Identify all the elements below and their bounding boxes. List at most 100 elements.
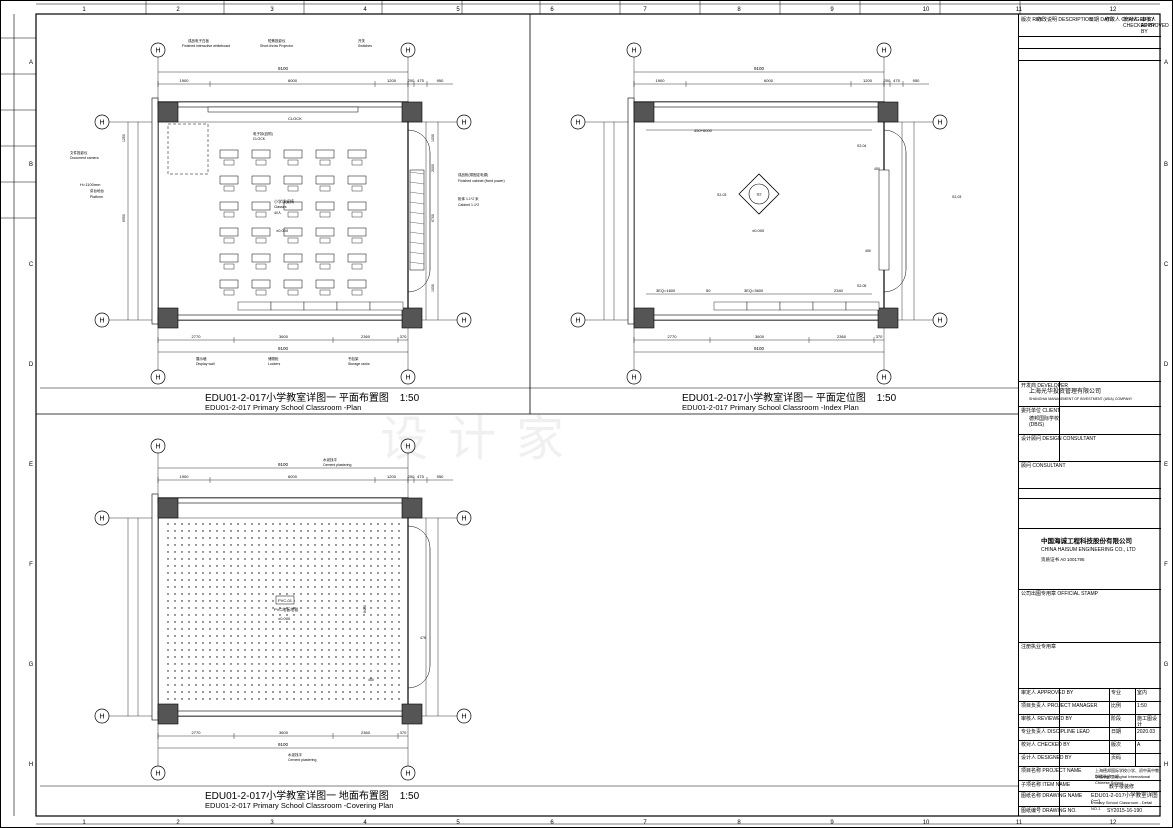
student-chair (223, 289, 235, 296)
floor-dot (349, 572, 351, 574)
floor-dot (335, 621, 337, 623)
floor-dot (370, 530, 372, 532)
floor-dot (258, 698, 260, 700)
floor-dot (216, 677, 218, 679)
floor-dot (377, 544, 379, 546)
floor-dot (230, 635, 232, 637)
floor-dot (272, 621, 274, 623)
grid-column-label-top: 11 (1016, 7, 1023, 13)
note-text: 成品柜(带固定电源) (458, 172, 488, 177)
floor-dot (237, 670, 239, 672)
floor-dot (279, 579, 281, 581)
floor-dot (349, 551, 351, 553)
dimension-label: 6000 (288, 474, 298, 479)
floor-dot (314, 600, 316, 602)
floor-dot (244, 684, 246, 686)
floor-dot (209, 698, 211, 700)
floor-dot (202, 523, 204, 525)
student-chair (319, 237, 331, 244)
floor-dot (223, 523, 225, 525)
note-text: 储物柜 (268, 356, 279, 361)
floor-dot (265, 677, 267, 679)
floor-dot (209, 628, 211, 630)
floor-dot (167, 607, 169, 609)
floor-dot (279, 684, 281, 686)
floor-dot (328, 635, 330, 637)
floor-dot (209, 586, 211, 588)
grid-bubble: H (456, 114, 472, 130)
floor-dot (174, 607, 176, 609)
student-desk (315, 201, 335, 211)
floor-dot (342, 649, 344, 651)
floor-dot (209, 537, 211, 539)
cabinet-hatch (409, 221, 425, 225)
floor-dot (349, 621, 351, 623)
floor-dot (335, 537, 337, 539)
floor-dot (377, 698, 379, 700)
drawing-name-en: Primary School Classroom - Detail NO.1 (1091, 800, 1153, 811)
elevation-mark: ±0.000 (278, 616, 291, 621)
floor-dot (398, 635, 400, 637)
overall-dimension: 9100 (278, 742, 289, 747)
floor-dot (202, 586, 204, 588)
floor-dot (349, 558, 351, 560)
floor-dot (328, 551, 330, 553)
floor-dot (216, 558, 218, 560)
floor-dot (335, 593, 337, 595)
structural-column (401, 497, 423, 519)
floor-dot (314, 572, 316, 574)
floor-dot (272, 677, 274, 679)
floor-dot (244, 607, 246, 609)
floor-dot (237, 579, 239, 581)
floor-dot (195, 593, 197, 595)
floor-dot (300, 677, 302, 679)
floor-dot (223, 593, 225, 595)
floor-dot (216, 565, 218, 567)
designer-label: 设计顾问 DESIGN CONSULTANT (1021, 436, 1097, 442)
grid-row-label-left: G (29, 662, 34, 668)
floor-dot (202, 593, 204, 595)
note-text: Finished cabinet (fixed power) (458, 179, 505, 183)
floor-dot (237, 607, 239, 609)
floor-dot (363, 621, 365, 623)
floor-dot (293, 565, 295, 567)
note-text: 40人 (274, 210, 282, 215)
floor-dot (314, 558, 316, 560)
floor-dot (307, 544, 309, 546)
student-desk (283, 175, 303, 185)
floor-dot (286, 684, 288, 686)
student-desk (347, 227, 367, 237)
floor-dot (321, 698, 323, 700)
floor-dot (265, 698, 267, 700)
floor-dot (223, 691, 225, 693)
floor-dot (230, 607, 232, 609)
floor-dot (384, 691, 386, 693)
note-text: Classes (274, 205, 287, 209)
floor-dot (272, 572, 274, 574)
floor-dot (188, 691, 190, 693)
grid-column-label-bottom: 11 (1016, 820, 1023, 826)
floor-dot (265, 544, 267, 546)
student-chair (319, 159, 331, 166)
floor-dot (230, 586, 232, 588)
floor-dot (244, 698, 246, 700)
floor-dot (216, 600, 218, 602)
floor-dot (370, 670, 372, 672)
floor-dot (181, 600, 183, 602)
floor-dot (328, 621, 330, 623)
floor-dot (181, 565, 183, 567)
floor-dot (223, 684, 225, 686)
floor-dot (230, 544, 232, 546)
grid-bubble-label: H (937, 318, 942, 325)
floor-dot (195, 551, 197, 553)
floor-dot (265, 649, 267, 651)
grid-bubble: H (94, 312, 110, 328)
dimension-label: 475 (420, 636, 426, 640)
floor-dot (167, 523, 169, 525)
floor-dot (377, 691, 379, 693)
floor-dot (265, 628, 267, 630)
floor-dot (293, 530, 295, 532)
floor-dot (223, 642, 225, 644)
floor-dot (377, 635, 379, 637)
grid-bubble-label: H (155, 444, 160, 451)
